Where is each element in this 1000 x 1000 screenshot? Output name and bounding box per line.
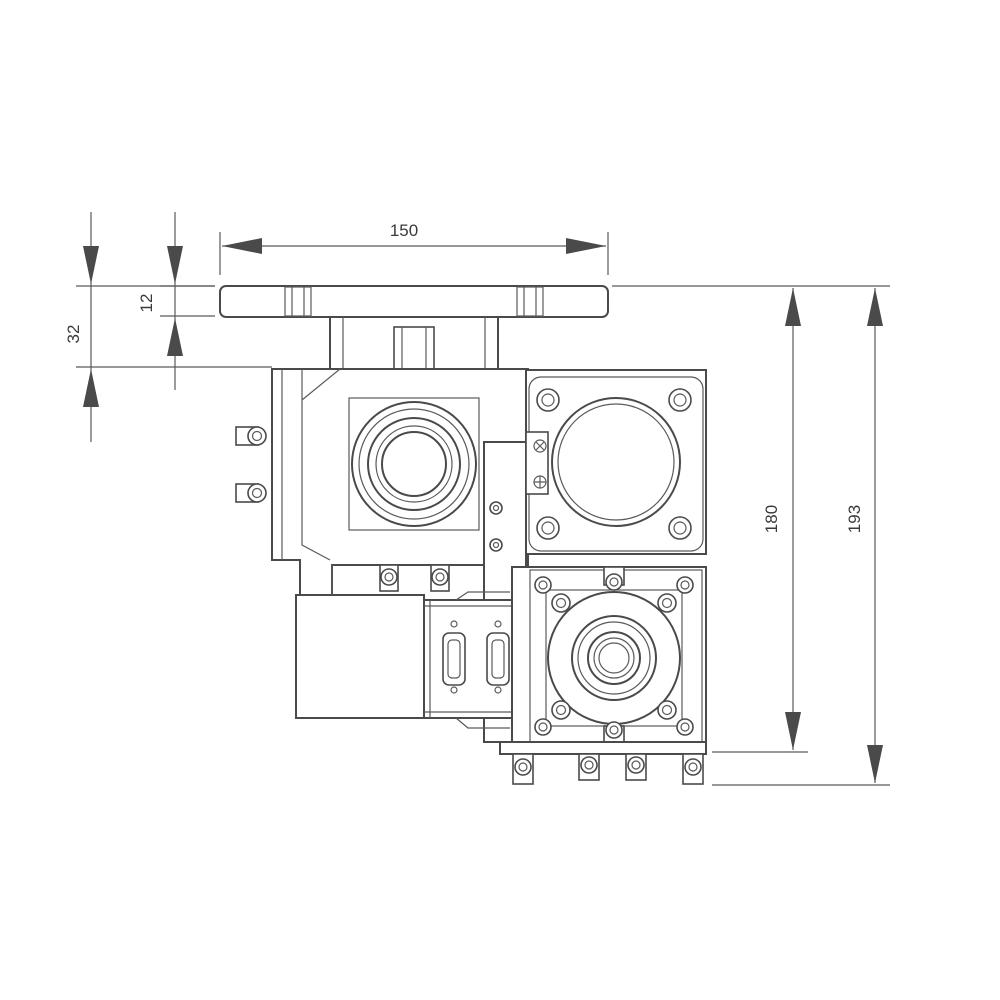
bottom-fitting-3 (625, 753, 647, 781)
dim-label-180: 180 (762, 505, 781, 533)
mounting-plate (219, 285, 609, 318)
left-fitting-lower (235, 483, 267, 503)
dim-label-150: 150 (390, 221, 418, 240)
connector-bracket (423, 591, 513, 729)
left-motor (295, 565, 425, 719)
dimension-plate-12: 12 (137, 212, 215, 390)
bottom-fitting-2 (578, 753, 600, 781)
dim-label-193: 193 (845, 505, 864, 533)
dimension-width-150: 150 (219, 221, 609, 275)
fitting-left-bottom-b (430, 564, 450, 592)
dim-label-32: 32 (64, 325, 83, 344)
dimension-offset-32: 32 (64, 212, 272, 442)
bottom-strip (499, 741, 707, 755)
dimension-height-193: 193 (712, 285, 890, 786)
neck-adapter (329, 316, 499, 370)
left-fitting-upper (235, 426, 267, 446)
fitting-left-bottom-a (379, 564, 399, 592)
dim-label-12: 12 (137, 294, 156, 313)
dimension-height-180: 180 (612, 285, 808, 753)
bottom-fitting-4 (682, 753, 704, 785)
bottom-fitting-1 (512, 753, 534, 785)
lower-right-module (511, 566, 707, 754)
upper-right-module (525, 369, 707, 555)
